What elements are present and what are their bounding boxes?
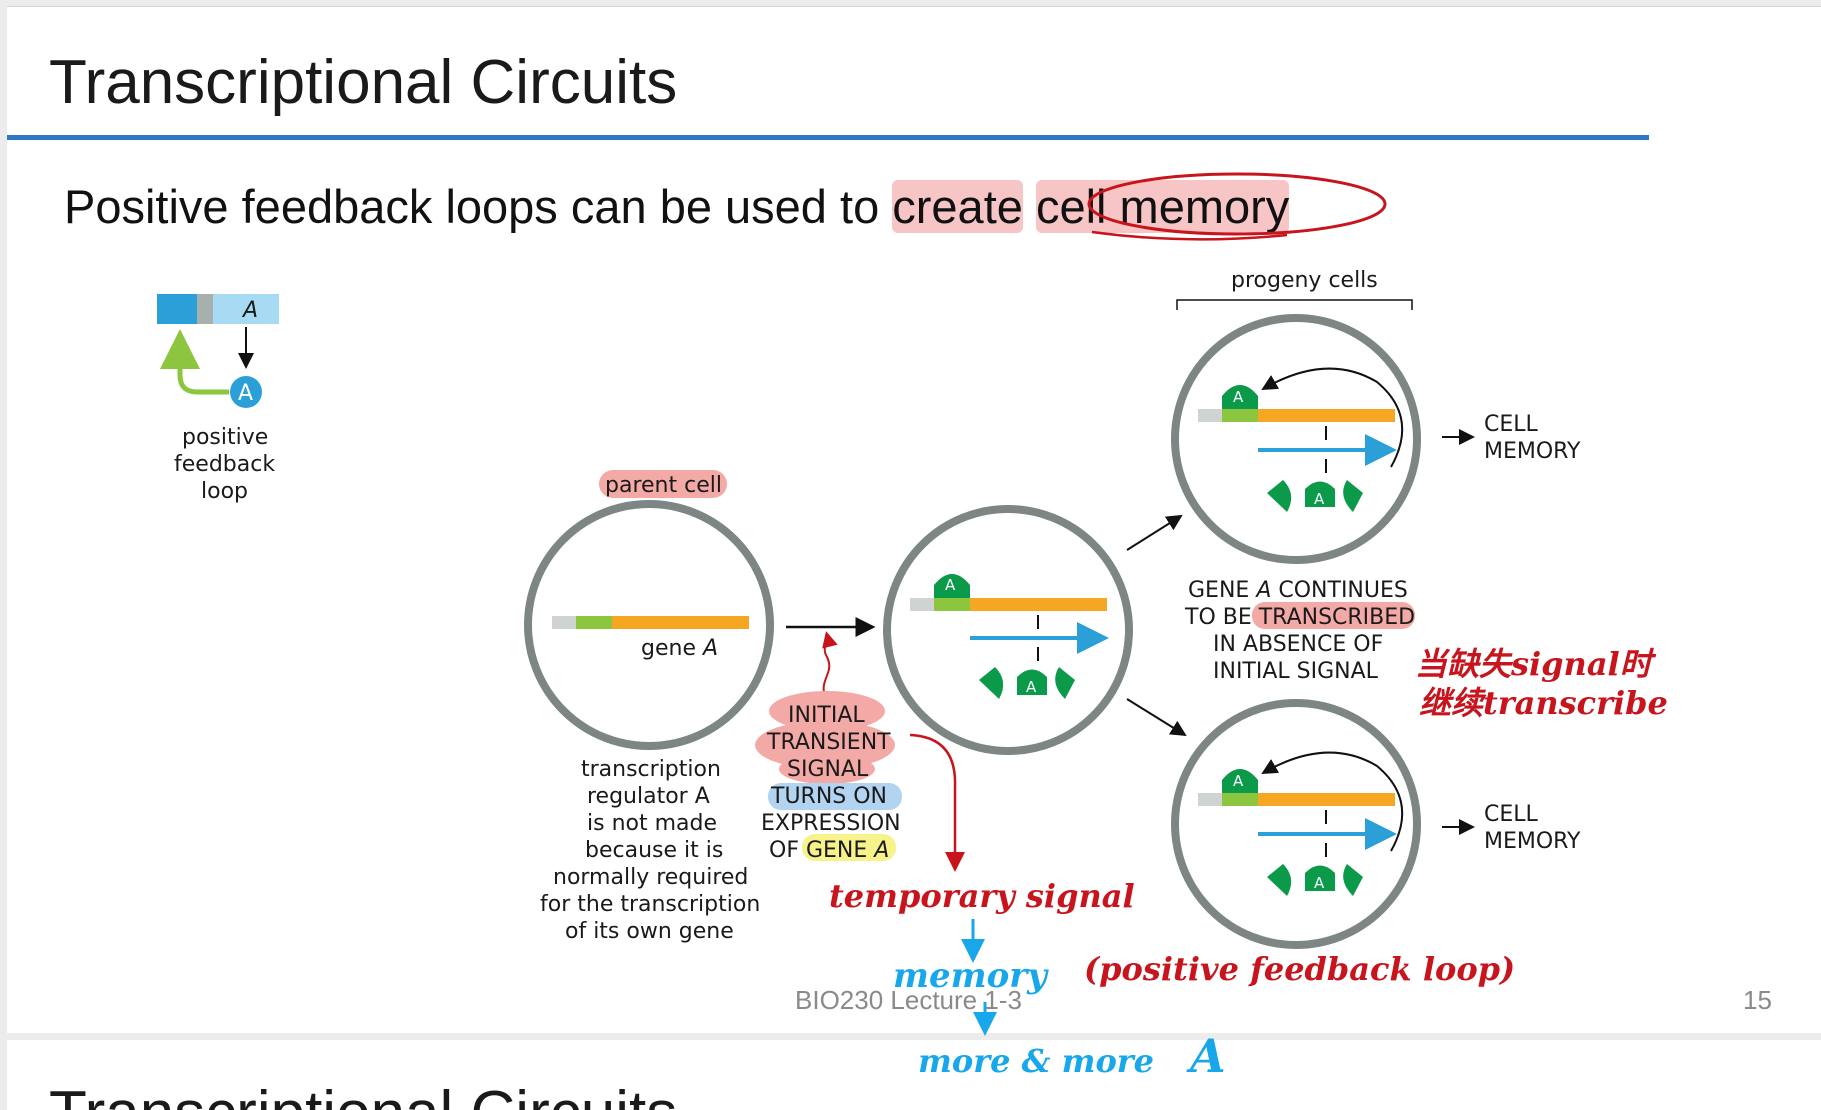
annotation-more-and-more: more & more [918, 1042, 1154, 1080]
annotation-more-a: A [1186, 1029, 1226, 1083]
